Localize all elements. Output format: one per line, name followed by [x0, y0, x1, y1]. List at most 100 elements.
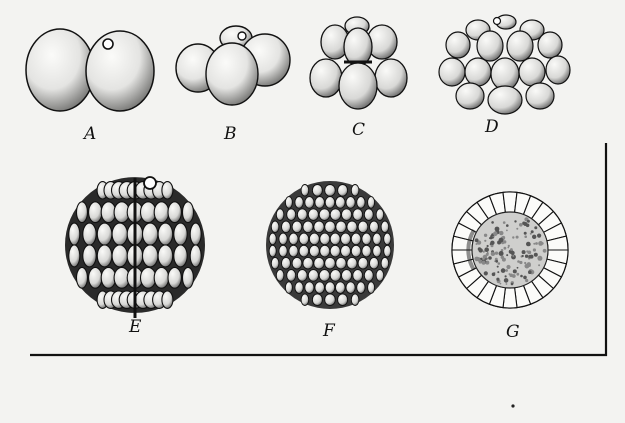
granule	[522, 250, 526, 254]
granule	[517, 267, 519, 269]
blastula-cell	[353, 270, 363, 282]
morula-cell	[143, 223, 158, 245]
granule	[511, 283, 514, 286]
morula-cell	[69, 223, 80, 245]
morula-cell	[69, 245, 80, 267]
blastula-cell	[312, 185, 322, 197]
granule	[516, 228, 518, 230]
blastula-cell	[271, 257, 279, 269]
granule	[525, 279, 528, 282]
granule	[506, 265, 510, 269]
granule	[496, 278, 499, 281]
blastula-cell	[285, 282, 292, 294]
blastula-cell	[295, 282, 303, 294]
granule	[510, 248, 513, 251]
granule	[520, 275, 523, 278]
blastula-cell	[325, 282, 335, 294]
blastula-cell	[358, 221, 368, 233]
blastula-cell	[364, 270, 373, 282]
granule	[491, 252, 495, 256]
granule	[533, 248, 536, 251]
granule	[499, 231, 503, 235]
granule	[527, 220, 530, 223]
granule	[537, 234, 541, 238]
blastula-cell	[370, 221, 379, 233]
blastula-cell	[287, 209, 296, 221]
blastula-cell	[376, 209, 384, 221]
blastula-cell	[308, 209, 318, 221]
granule	[487, 245, 489, 247]
granule	[495, 252, 498, 255]
blastula-cell	[338, 294, 348, 306]
blastula-cell	[384, 245, 391, 257]
figure-g-blastula-section	[452, 192, 568, 308]
granule	[489, 237, 491, 239]
blastula-cell	[282, 221, 291, 233]
granule	[484, 247, 489, 252]
blastula-cell	[342, 270, 352, 282]
granule	[505, 269, 508, 272]
granule	[506, 283, 508, 285]
blastula-cell	[276, 209, 284, 221]
granule	[501, 268, 506, 273]
morula-cell	[183, 202, 194, 223]
granule	[516, 273, 519, 276]
blastula-cell	[381, 221, 389, 233]
granule	[517, 260, 520, 263]
blastula-cell	[292, 257, 302, 269]
blastula-cell	[373, 245, 381, 257]
blastula-cell	[325, 221, 336, 233]
morula-cell	[112, 223, 127, 245]
blastula-cell	[289, 245, 298, 257]
granule	[543, 249, 547, 253]
granule	[493, 231, 497, 235]
blastula-cell	[319, 209, 330, 221]
blastula-cell	[305, 282, 314, 294]
blastula-cell	[301, 185, 309, 197]
morula-cell	[77, 202, 88, 223]
granule	[478, 247, 482, 251]
label-b: B	[224, 124, 237, 144]
granule	[528, 255, 531, 258]
figure-f-blastula	[266, 181, 394, 309]
figure-a-2-cell	[26, 29, 154, 111]
granule	[512, 274, 516, 278]
label-c: C	[352, 120, 365, 140]
granule	[503, 221, 506, 224]
blastula-cell	[320, 233, 330, 245]
morula-cell	[162, 182, 173, 199]
blastula-cell	[336, 197, 346, 209]
blastula-cell	[357, 282, 365, 294]
blastula-cell	[295, 197, 303, 209]
blastula-cell	[342, 209, 352, 221]
blastula-cell	[269, 245, 276, 257]
blastula-cell	[314, 257, 324, 269]
blastula-cell	[346, 282, 355, 294]
blastula-cell	[346, 197, 355, 209]
blastula-cell	[330, 209, 341, 221]
blastula-cell	[364, 209, 373, 221]
granule	[531, 230, 534, 233]
morula-cell	[190, 245, 201, 267]
blastula-cell	[292, 221, 302, 233]
blastula-cell	[315, 282, 325, 294]
blastula-cell	[315, 197, 325, 209]
blastula-cell	[341, 245, 351, 257]
granule	[484, 271, 488, 275]
blastula-cell	[362, 245, 371, 257]
granule	[504, 247, 507, 250]
granule	[512, 236, 514, 238]
granule	[486, 253, 489, 256]
blastula-cell	[319, 270, 330, 282]
granule	[509, 273, 511, 275]
morula-cell	[83, 223, 96, 245]
blastula-cell	[287, 270, 296, 282]
blastula-cell	[325, 294, 336, 306]
blastula-cell	[347, 221, 357, 233]
morula-cell	[97, 223, 112, 245]
granule	[534, 226, 537, 229]
blastula-cell	[325, 197, 335, 209]
granule	[537, 256, 542, 261]
morula-cell	[112, 245, 127, 267]
